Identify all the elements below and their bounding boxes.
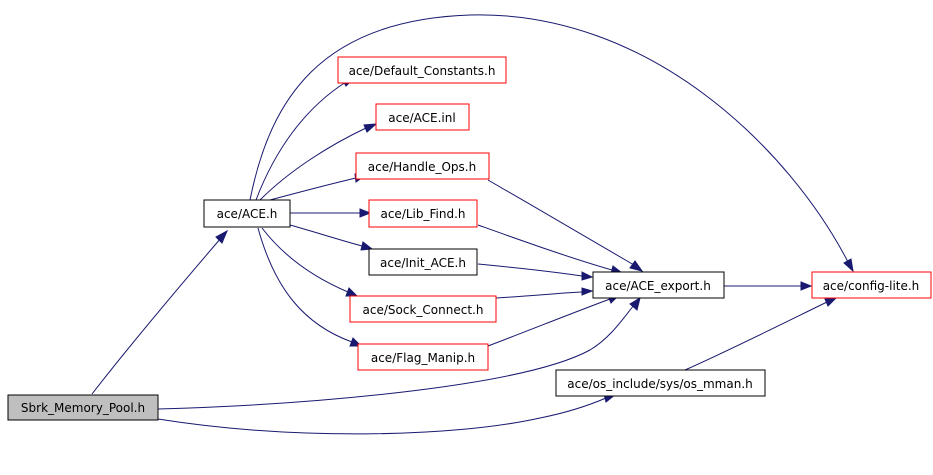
edge-ace-h-to-default-constants <box>255 81 347 201</box>
edge-sbrk-to-os-mman <box>157 397 607 435</box>
edge-lib-find-to-ace-export <box>477 224 613 271</box>
node-label: ace/os_include/sys/os_mman.h <box>567 377 753 391</box>
node-label: ace/Handle_Ops.h <box>368 160 476 174</box>
node-ace-inl[interactable]: ace/ACE.inl <box>375 103 470 131</box>
edge-ace-h-to-flag-manip <box>257 227 353 343</box>
edge-ace-h-to-handle-ops <box>269 177 357 201</box>
arrowhead-config-lite-from-os-mman <box>824 297 838 307</box>
arrowhead-sock-connect <box>345 287 359 297</box>
edge-sbrk-to-ace-export <box>157 304 635 410</box>
arrowhead-config-lite-from-ace-export <box>800 281 813 291</box>
node-os-mman[interactable]: ace/os_include/sys/os_mman.h <box>555 369 766 397</box>
edge-os-mman-to-config-lite <box>684 301 828 371</box>
node-flag-manip[interactable]: ace/Flag_Manip.h <box>357 343 489 371</box>
arrowhead-ace-export-from-sbrk <box>629 296 641 311</box>
node-sbrk-memory-pool[interactable]: Sbrk_Memory_Pool.h <box>7 394 159 421</box>
node-label: ace/Sock_Connect.h <box>363 303 484 317</box>
node-label: Sbrk_Memory_Pool.h <box>21 401 145 415</box>
node-init-ace[interactable]: ace/Init_ACE.h <box>368 248 478 276</box>
edge-ace-h-to-sock-connect <box>261 227 349 293</box>
node-config-lite[interactable]: ace/config-lite.h <box>811 271 932 299</box>
edge-sock-connect-to-ace-export <box>495 291 583 299</box>
arrowhead-ace-export-from-init-ace <box>581 271 594 281</box>
node-ace-h[interactable]: ace/ACE.h <box>203 199 291 228</box>
node-label: ace/ACE.inl <box>388 111 455 125</box>
node-label: ace/Lib_Find.h <box>380 207 465 221</box>
edge-ace-h-to-ace-inl <box>259 127 367 201</box>
arrowhead-config-lite-from-ace-h <box>843 258 854 273</box>
arrowhead-ace-h <box>215 229 229 244</box>
edge-flag-manip-to-ace-export <box>487 298 611 347</box>
node-handle-ops[interactable]: ace/Handle_Ops.h <box>355 152 490 180</box>
node-sock-connect[interactable]: ace/Sock_Connect.h <box>349 295 497 323</box>
node-label: ace/Init_ACE.h <box>380 256 466 270</box>
node-label: ace/ACE.h <box>217 207 278 221</box>
edge-handle-ops-to-ace-export <box>487 179 635 266</box>
arrowhead-ace-export-from-sock-connect <box>581 287 594 296</box>
arrowhead-lib-find <box>359 208 372 218</box>
node-label: ace/Default_Constants.h <box>349 64 496 78</box>
node-ace-export[interactable]: ace/ACE_export.h <box>592 271 725 299</box>
arrowhead-init-ace <box>360 241 374 251</box>
node-lib-find[interactable]: ace/Lib_Find.h <box>368 199 478 228</box>
edge-sbrk-to-ace-h <box>91 237 222 395</box>
node-label: ace/ACE_export.h <box>605 279 711 293</box>
arrowhead-ace-export-from-handle-ops <box>629 260 644 272</box>
node-default-constants[interactable]: ace/Default_Constants.h <box>337 56 507 84</box>
arrowhead-ace-inl <box>363 123 378 133</box>
edge-init-ace-to-ace-export <box>477 263 583 277</box>
node-label: ace/config-lite.h <box>823 279 920 293</box>
edge-ace-h-to-init-ace <box>289 224 363 247</box>
node-label: ace/Flag_Manip.h <box>371 351 475 365</box>
edges <box>91 14 854 435</box>
edge-ace-h-to-config-lite <box>249 14 849 263</box>
